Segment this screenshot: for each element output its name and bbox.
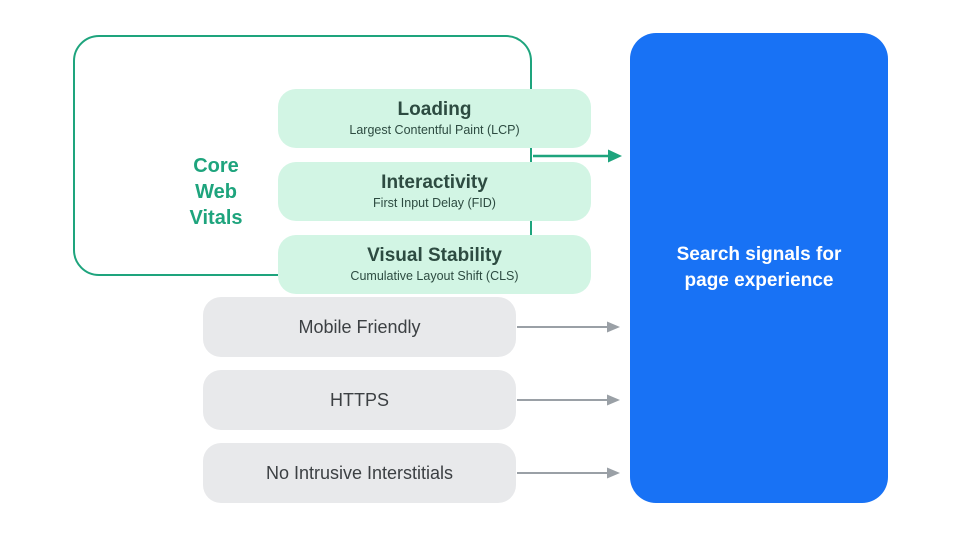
search-signals-panel: Search signals for page experience (630, 33, 888, 503)
core-web-vitals-label: Core Web Vitals (189, 155, 243, 229)
arrow-core-web-vitals (533, 149, 622, 163)
signal-label: No Intrusive Interstitials (265, 462, 454, 483)
arrow-https (517, 394, 620, 406)
vital-title: Interactivity (381, 172, 488, 193)
vital-title: Loading (397, 99, 472, 120)
vital-card-loading: Loading Largest Contentful Paint (LCP) (278, 89, 591, 148)
vital-subtitle: Largest Contentful Paint (LCP) (349, 123, 520, 137)
core-web-vitals-container: Core Web Vitals Loading Largest Contentf… (73, 35, 591, 294)
signal-label: Mobile Friendly (298, 316, 421, 337)
arrow-no-intrusive-interstitials (517, 467, 620, 479)
vital-card-interactivity: Interactivity First Input Delay (FID) (278, 162, 591, 221)
vital-subtitle: Cumulative Layout Shift (CLS) (350, 269, 519, 283)
vital-card-visual-stability: Visual Stability Cumulative Layout Shift… (278, 235, 591, 294)
search-signals-label: Search signals for page experience (676, 244, 842, 291)
vital-subtitle: First Input Delay (FID) (373, 196, 496, 210)
signal-label: HTTPS (329, 389, 389, 410)
arrow-mobile-friendly (517, 321, 620, 333)
signal-card-no-intrusive-interstitials: No Intrusive Interstitials (203, 443, 516, 503)
vital-title: Visual Stability (367, 245, 502, 266)
signal-card-mobile-friendly: Mobile Friendly (203, 297, 516, 357)
signal-card-https: HTTPS (203, 370, 516, 430)
